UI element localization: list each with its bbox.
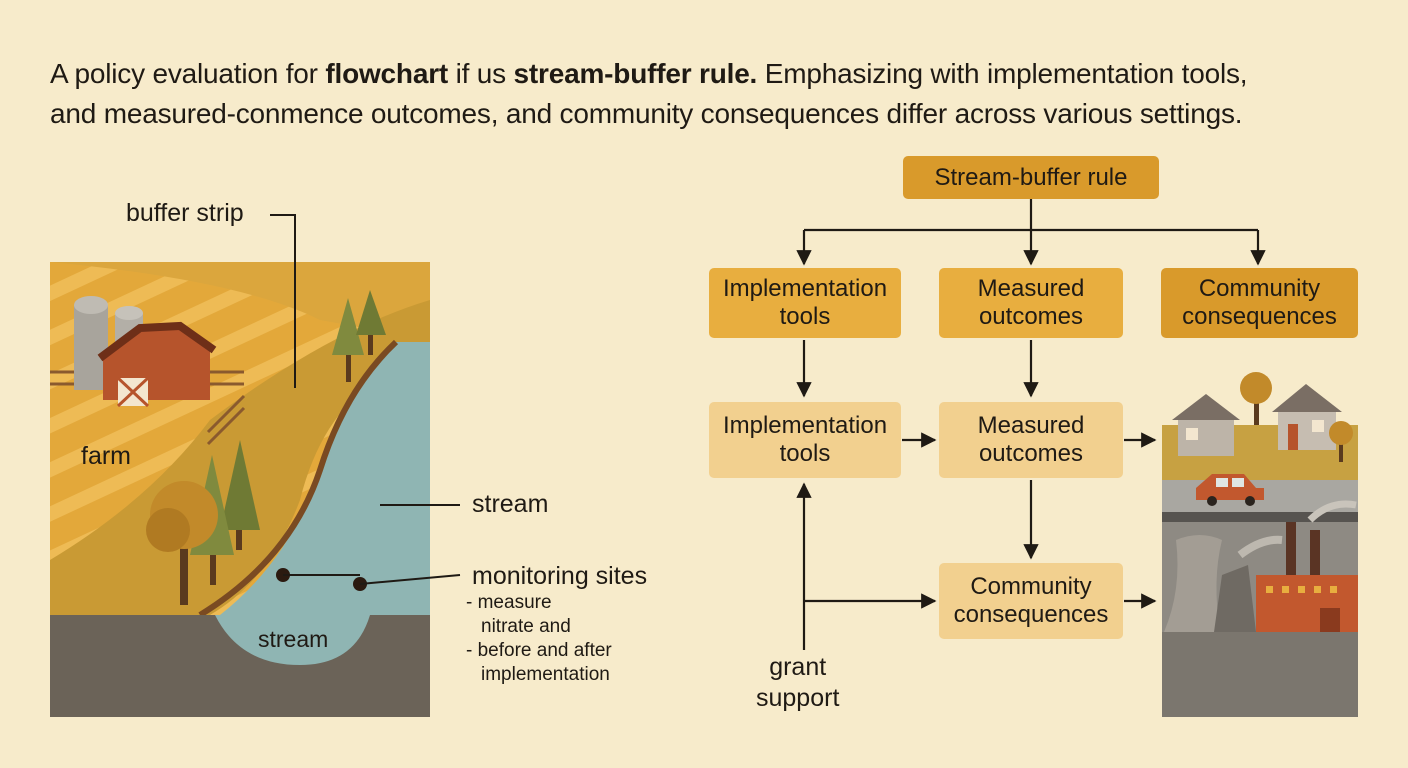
stream-bank bbox=[198, 339, 399, 618]
title-line-1: A policy evaluation for flowchart if us … bbox=[50, 58, 1248, 89]
cooling-tower bbox=[1164, 535, 1222, 632]
monitoring-sites-label: monitoring sites bbox=[472, 562, 648, 590]
smoke bbox=[1237, 535, 1283, 559]
grant-support-label: grant support bbox=[756, 653, 840, 712]
node-community-consequences-1: Community consequences bbox=[1161, 268, 1358, 338]
monitoring-notes: - measure nitrate and - before and after… bbox=[466, 591, 612, 687]
monitoring-leader bbox=[359, 574, 461, 585]
house bbox=[1172, 394, 1240, 456]
farm-label: farm bbox=[81, 442, 131, 470]
farm-illustration bbox=[50, 262, 430, 717]
buffer-strip-leader bbox=[270, 214, 296, 388]
tree bbox=[146, 481, 218, 605]
smoke bbox=[1307, 500, 1357, 523]
root-node-stream-buffer-rule: Stream-buffer rule bbox=[903, 156, 1159, 199]
factory bbox=[1256, 575, 1358, 632]
node-implementation-tools-1: Implementation tools bbox=[709, 268, 901, 338]
smokestack bbox=[1310, 530, 1320, 577]
fence bbox=[50, 370, 246, 446]
monitoring-note: - measure bbox=[466, 592, 552, 613]
buffer-strip-label: buffer strip bbox=[126, 199, 244, 227]
title-line-2: and measured-conmence outcomes, and comm… bbox=[50, 98, 1243, 129]
node-community-consequences-2: Community consequences bbox=[939, 563, 1123, 639]
smokestack bbox=[1286, 522, 1296, 577]
town-illustration bbox=[1162, 372, 1358, 717]
tree bbox=[332, 290, 386, 382]
house bbox=[1272, 384, 1342, 450]
stream-water bbox=[220, 342, 430, 615]
page-title: A policy evaluation for flowchart if us … bbox=[50, 54, 1370, 134]
monitoring-note: implementation bbox=[481, 664, 610, 685]
monitoring-note: nitrate and bbox=[481, 616, 571, 637]
node-implementation-tools-2: Implementation tools bbox=[709, 402, 901, 478]
node-measured-outcomes-1: Measured outcomes bbox=[939, 268, 1123, 338]
tree bbox=[1240, 372, 1353, 462]
stream-label: stream bbox=[472, 490, 549, 518]
node-measured-outcomes-2: Measured outcomes bbox=[939, 402, 1123, 478]
silo bbox=[74, 305, 108, 390]
stream-pool bbox=[215, 615, 370, 665]
monitoring-note: - before and after bbox=[466, 640, 612, 661]
car bbox=[1196, 474, 1264, 506]
stream-pool-label: stream bbox=[258, 626, 329, 652]
flowchart-connectors bbox=[796, 199, 1266, 650]
